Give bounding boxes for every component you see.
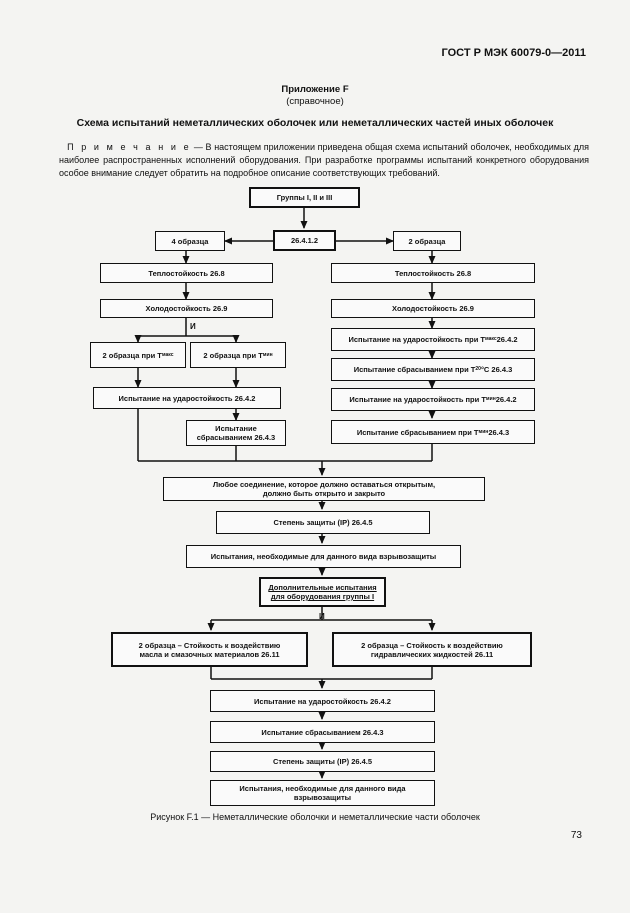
appendix-title: Приложение F (281, 84, 349, 95)
extra-line-1: Дополнительные испытания (268, 583, 377, 592)
drop-left-line-2: сбрасыванием 26.4.3 (196, 433, 276, 442)
drop-right-20-sub: 20 (475, 366, 481, 372)
final-line-1: Испытания, необходимые для данного вида (239, 784, 406, 793)
box-left-samples: 4 образца (155, 231, 225, 251)
and-label-1: И (190, 322, 196, 331)
impact-right-2-sub: мин (485, 396, 496, 402)
two-max-sub: макс (161, 351, 174, 358)
note-lead: П р и м е ч а н и е (67, 142, 192, 152)
box-ip-protection-2: Степень защиты (IP) 26.4.5 (210, 751, 435, 772)
box-drop-final: Испытание сбрасыванием 26.4.3 (210, 721, 435, 743)
box-heat-right: Теплостойкость 26.8 (331, 263, 535, 283)
box-impact-left: Испытание на ударостойкость 26.4.2 (93, 387, 281, 409)
note-paragraph: П р и м е ч а н и е — В настоящем прилож… (59, 141, 589, 180)
box-final-exproof: Испытания, необходимые для данного вида … (210, 780, 435, 806)
section-title: Схема испытаний неметаллических оболочек… (76, 117, 554, 129)
drop-right-min-sub: мин (478, 428, 489, 435)
extra-line-2: для оборудования группы I (270, 592, 375, 601)
oil-line-1: 2 образца – Стойкость к воздействию (138, 640, 281, 650)
two-min-sub: мин (262, 351, 273, 358)
figure-caption: Рисунок F.1 — Неметаллические оболочки и… (150, 812, 480, 822)
box-groups: Группы I, II и III (249, 187, 360, 208)
impact-right-2-text: Испытание на ударостойкость при T (349, 395, 486, 404)
drop-right-min-text: Испытание сбрасыванием при T (356, 427, 479, 437)
box-cold-right: Холодостойкость 26.9 (331, 299, 535, 318)
drop-right-min-tail: 26.4.3 (488, 427, 510, 437)
box-impact-final: Испытание на ударостойкость 26.4.2 (210, 690, 435, 712)
hydr-line-2: гидравлических жидкостей 26.11 (370, 649, 494, 659)
box-right-samples: 2 образца (393, 231, 461, 251)
appendix-subtitle: (справочное) (286, 96, 344, 107)
box-ip-protection-1: Степень защиты (IP) 26.4.5 (216, 511, 430, 534)
drop-right-20-text: Испытание сбрасыванием при T (353, 365, 476, 374)
note-text: — В настоящем приложении приведена общая… (59, 142, 589, 178)
two-min-text: 2 образца при T (203, 350, 263, 360)
impact-right-2-tail: 26.4.2 (495, 395, 517, 404)
box-extra-tests-group-1: Дополнительные испытания для оборудовани… (259, 577, 386, 607)
box-hydraulic-resistance: 2 образца – Стойкость к воздействию гидр… (332, 632, 532, 667)
oil-line-2: масла и смазочных материалов 26.11 (139, 649, 280, 659)
box-oil-resistance: 2 образца – Стойкость к воздействию масл… (111, 632, 308, 667)
hydr-line-1: 2 образца – Стойкость к воздействию (361, 640, 503, 650)
box-drop-left: Испытание сбрасыванием 26.4.3 (186, 420, 286, 446)
impact-right-1-tail: 26.4.2 (496, 335, 518, 344)
box-joint-open-closed: Любое соединение, которое должно остават… (163, 477, 485, 501)
box-clause-26-4-1-2: 26.4.1.2 (273, 230, 336, 251)
and-label-2: И (319, 612, 325, 621)
joint-line-2: должно быть открыто и закрыто (262, 489, 386, 498)
two-max-text: 2 образца при T (102, 350, 162, 360)
impact-right-1-sub: макс (485, 336, 497, 342)
page-number: 73 (570, 830, 582, 841)
drop-left-line-1: Испытание (215, 424, 257, 433)
joint-line-1: Любое соединение, которое должно остават… (212, 480, 436, 489)
document-code: ГОСТ Р МЭК 60079-0—2011 (441, 47, 586, 59)
final-line-2: взрывозащиты (293, 793, 352, 802)
box-heat-left: Теплостойкость 26.8 (100, 263, 273, 283)
impact-right-1-text: Испытание на ударостойкость при T (348, 335, 485, 344)
box-exproof-tests: Испытания, необходимые для данного вида … (186, 545, 461, 568)
drop-right-20-tail: °С 26.4.3 (480, 365, 513, 374)
box-cold-left: Холодостойкость 26.9 (100, 299, 273, 318)
